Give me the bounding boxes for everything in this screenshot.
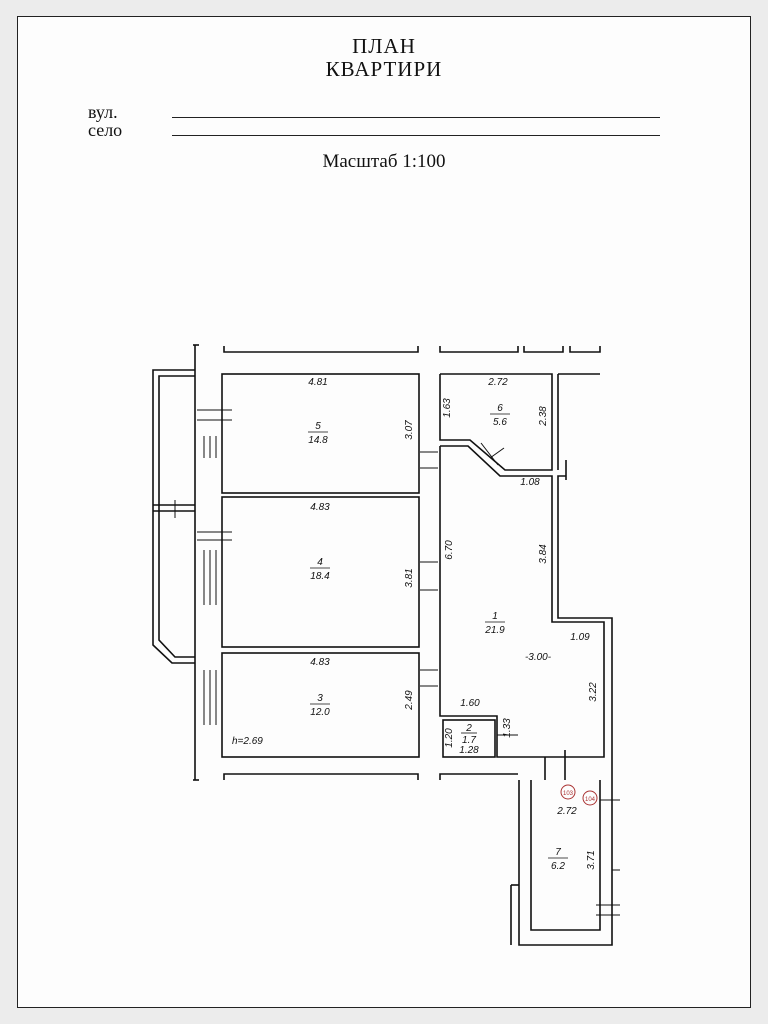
room4-width: 4.83 — [310, 502, 330, 513]
room5-area: 14.8 — [308, 435, 328, 446]
room1-dim-bottom: 1.60 — [460, 698, 480, 709]
room1-dim-left: 6.70 — [444, 540, 455, 560]
room2-dim-right: 1.33 — [502, 718, 513, 738]
svg-text:104: 104 — [585, 797, 596, 803]
room6-width: 2.72 — [487, 377, 508, 388]
room7-length: 3.71 — [586, 850, 597, 869]
room1-number: 1 — [492, 611, 498, 622]
street-label: вул. — [88, 102, 118, 122]
room2-dim-bottom: 1.28 — [459, 745, 479, 756]
room6-length-right: 2.38 — [538, 406, 549, 427]
room2-area: 1.7 — [462, 735, 476, 746]
room1-dim-right: 3.84 — [538, 544, 549, 564]
room6-length-left: 1.63 — [442, 398, 453, 418]
room4-number: 4 — [317, 557, 323, 568]
room3-number: 3 — [317, 693, 323, 704]
room7-width: 2.72 — [556, 806, 577, 817]
room6-number: 6 — [497, 403, 503, 414]
title-line-1: ПЛАН — [352, 34, 416, 58]
room2-number: 2 — [465, 723, 472, 734]
room1-area: 21.9 — [484, 625, 505, 636]
room7-number: 7 — [555, 847, 561, 858]
scale-label: Масштаб 1:100 — [322, 151, 446, 172]
room6-area: 5.6 — [493, 417, 507, 428]
room1-level-mark: -3.00- — [525, 652, 552, 663]
room4-area: 18.4 — [310, 571, 330, 582]
room3-width: 4.83 — [310, 657, 330, 668]
room7-area: 6.2 — [551, 861, 565, 872]
room1-dim-top: 1.08 — [520, 477, 540, 488]
room3-height: h=2.69 — [232, 736, 263, 747]
room5-length: 3.07 — [404, 420, 415, 440]
room1-dim-lower: 3.22 — [588, 682, 599, 702]
room2-dim-left: 1.20 — [444, 728, 455, 748]
svg-text:103: 103 — [563, 791, 574, 797]
room4-length: 3.81 — [404, 568, 415, 587]
room3-length: 2.49 — [404, 690, 415, 711]
room3-area: 12.0 — [310, 707, 330, 718]
room1-dim-step: 1.09 — [570, 632, 590, 643]
room5-number: 5 — [315, 421, 321, 432]
walls — [152, 344, 620, 946]
title-line-2: КВАРТИРИ — [325, 57, 443, 81]
marker-104: 104 — [582, 790, 598, 806]
street-line — [172, 117, 660, 118]
room5-width: 4.81 — [308, 377, 327, 388]
document-sheet — [17, 16, 751, 1008]
village-label: село — [88, 120, 123, 140]
village-line — [172, 135, 660, 136]
marker-103: 103 — [560, 784, 576, 800]
